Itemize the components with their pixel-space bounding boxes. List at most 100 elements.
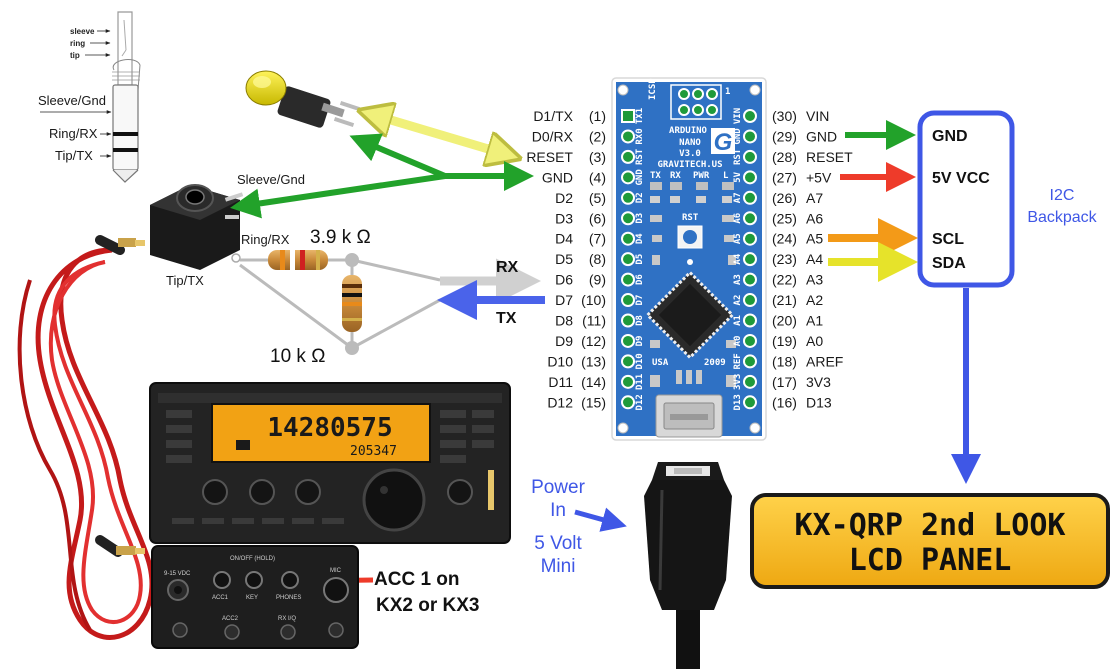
right-pin-labels: (30)VIN(29)GND(28)RESET(27)+5V(26)A7(25)… <box>772 108 853 410</box>
plug-tip-label: Tip/TX <box>55 148 93 163</box>
jack-sleeve-label: Sleeve/Gnd <box>237 172 305 187</box>
left-pin-silk-label: D7 <box>635 295 645 306</box>
left-pin-number: (15) <box>581 394 606 410</box>
board-name-silk: ARDUINO <box>669 126 708 136</box>
radio-dc-silk: 9-15 VDC <box>164 571 191 577</box>
left-header-pin <box>621 272 635 287</box>
left-pin-number: (11) <box>582 313 606 329</box>
left-pin-number: (1) <box>589 108 606 124</box>
left-pin-name: D12 <box>547 394 573 410</box>
led-tx-silk: TX <box>650 171 661 181</box>
left-header-pin <box>621 109 635 123</box>
plug-ring-label: Ring/RX <box>49 126 98 141</box>
right-pin-number: (26) <box>772 190 797 206</box>
right-pin-number: (22) <box>772 272 797 288</box>
right-pin-number: (16) <box>772 394 797 410</box>
right-pin-number: (25) <box>772 210 797 226</box>
i2c-vcc-label: 5V VCC <box>932 170 990 187</box>
right-pin-silk-label: 3V3 <box>733 374 743 390</box>
board-version-silk: V3.0 <box>679 149 701 159</box>
left-pin-number: (13) <box>581 353 606 369</box>
acc-line-2: KX2 or KX3 <box>376 595 479 616</box>
left-pin-silk-label: D2 <box>635 192 645 203</box>
red-audio-cable <box>17 235 155 640</box>
right-pin-number: (29) <box>772 128 797 144</box>
power-line-1: Power <box>531 477 586 498</box>
right-pin-silk-label: REF <box>733 353 743 369</box>
rst-button-silk: RST <box>682 213 699 223</box>
left-header-pin <box>621 313 635 328</box>
left-header-pin <box>621 231 635 246</box>
right-pin-number: (19) <box>772 333 797 349</box>
led-pwr-silk: PWR <box>693 171 710 181</box>
right-pin-number: (20) <box>772 313 797 329</box>
left-header-pin <box>621 211 635 226</box>
right-pin-silk-label: VIN <box>733 108 743 124</box>
left-pin-silk-label: TX1 <box>635 108 645 124</box>
left-pin-name: D7 <box>555 292 573 308</box>
year-silk: 2009 <box>704 358 726 368</box>
left-header-pin <box>621 354 635 369</box>
right-header-pin <box>743 252 757 267</box>
board-maker-silk: GRAVITECH.US <box>657 160 722 170</box>
power-line-3: 5 Volt <box>534 533 582 554</box>
resistor-3k9 <box>268 250 328 270</box>
right-pin-name: A2 <box>806 292 823 308</box>
right-header-pin <box>743 293 757 308</box>
kx-radio-front: 14280575 205347 <box>149 382 511 544</box>
right-pin-number: (17) <box>772 374 797 390</box>
right-pin-name: A0 <box>806 333 823 349</box>
tx-signal-label: TX <box>496 310 517 327</box>
left-pin-number: (7) <box>589 231 606 247</box>
left-pin-name: D6 <box>555 272 573 288</box>
left-pin-silk-label: RX0 <box>635 128 645 144</box>
radio-small-readout: 205347 <box>350 444 397 459</box>
left-pin-labels: D1/TX(1)D0/RX(2)RESET(3)GND(4)D2(5)D3(6)… <box>526 108 606 410</box>
resistor-network: 3.9 k Ω 10 k Ω <box>239 227 441 367</box>
left-pin-silk-label: D4 <box>635 233 645 244</box>
left-header-pins <box>621 109 635 410</box>
left-header-pin <box>621 395 635 410</box>
right-pin-silk-label: A7 <box>733 192 743 203</box>
power-line-2: In <box>550 500 566 521</box>
left-header-pin <box>621 170 635 185</box>
right-pin-silk-label: A1 <box>733 315 743 326</box>
right-pin-silk-label: A0 <box>733 336 743 347</box>
resistor-3k9-label: 3.9 k Ω <box>310 227 371 248</box>
right-pin-number: (24) <box>772 231 797 247</box>
i2c-backpack: GND 5V VCC SCL SDA I2C Backpack <box>917 110 1098 288</box>
plug-small-sleeve-label: sleeve <box>70 27 95 36</box>
left-pin-name: D11 <box>548 374 573 390</box>
right-pin-number: (30) <box>772 108 797 124</box>
left-pin-silk-label: D11 <box>635 374 645 390</box>
right-pin-silk-label: A2 <box>733 295 743 306</box>
right-pin-number: (18) <box>772 353 797 369</box>
radio-acc2-silk: ACC2 <box>222 616 239 622</box>
right-pin-number: (23) <box>772 251 797 267</box>
left-pin-number: (14) <box>581 374 606 390</box>
i2c-scl-label: SCL <box>932 231 964 248</box>
left-header-pin <box>621 149 635 164</box>
right-header-pin <box>743 231 757 246</box>
radio-frequency: 14280575 <box>267 413 392 443</box>
right-header-pin <box>743 374 757 389</box>
right-header-pin <box>743 333 757 348</box>
resistor-10k <box>342 275 362 332</box>
i2c-title-1: I2C <box>1050 187 1075 204</box>
left-pin-number: (3) <box>589 149 606 165</box>
right-header-pin <box>743 109 757 123</box>
i2c-title-2: Backpack <box>1027 209 1097 226</box>
left-header-pin <box>621 374 635 389</box>
board-model-silk: NANO <box>679 138 701 148</box>
svg-text:G: G <box>714 129 733 156</box>
right-pin-number: (28) <box>772 149 797 165</box>
right-header-pins <box>743 109 757 410</box>
right-pin-name: GND <box>806 128 837 144</box>
right-pin-name: A1 <box>806 313 823 329</box>
plug-small-ring-label: ring <box>70 39 85 48</box>
left-pin-name: D4 <box>555 231 573 247</box>
left-pin-number: (8) <box>589 251 606 267</box>
lcd-panel: KX-QRP 2nd LOOK LCD PANEL <box>750 493 1110 589</box>
